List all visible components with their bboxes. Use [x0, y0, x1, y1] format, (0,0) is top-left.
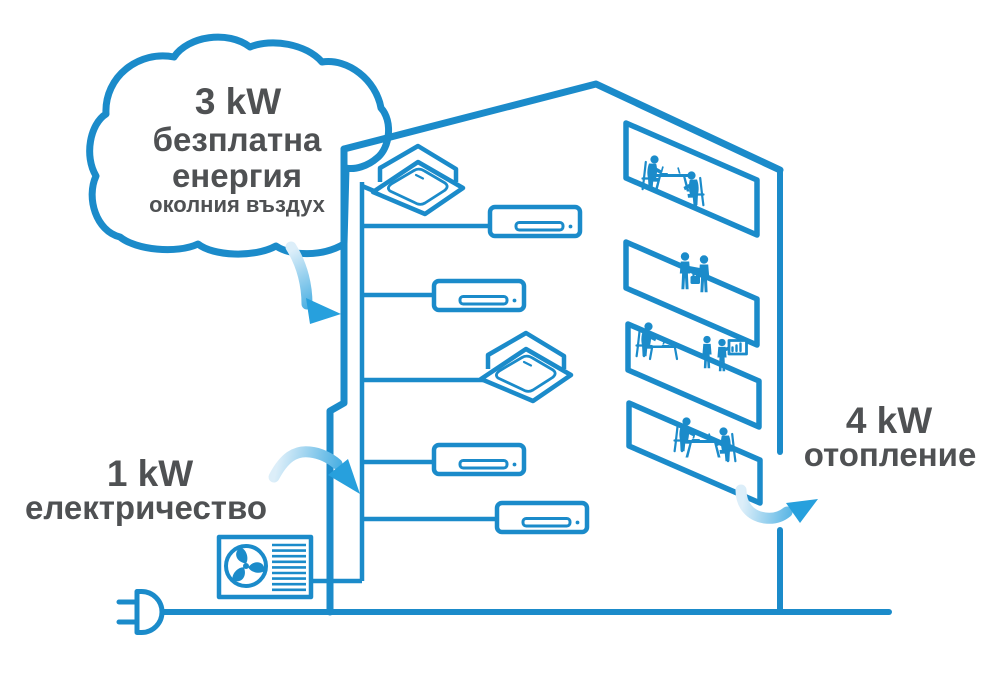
- handshake-scene: [679, 252, 710, 293]
- outdoor-heat-pump-unit-icon: [216, 534, 314, 600]
- desk-and-presentation-scene: [635, 321, 748, 372]
- wall-ac-unit-4: [497, 503, 587, 532]
- roof-line: [340, 80, 784, 174]
- wall-ac-unit-1: [490, 207, 580, 236]
- left-wall: [326, 145, 348, 616]
- grille-lines: [272, 543, 306, 592]
- cloud-line1-label: безплатна: [153, 121, 322, 158]
- heating-label: 4 kW отопление: [804, 400, 977, 473]
- presentation-chart-icon: [727, 339, 748, 356]
- electricity-word-label: електричество: [25, 489, 267, 526]
- electricity-kw-label: 1 kW: [107, 453, 193, 494]
- ceiling-cassette-ac-1: [373, 146, 463, 214]
- heating-word-label: отопление: [804, 436, 977, 473]
- flow-arrow-air-energy: [285, 241, 341, 324]
- cloud-kw-label: 3 kW: [195, 81, 281, 122]
- flow-arrow-electricity: [268, 446, 360, 494]
- fan-icon: [224, 544, 268, 588]
- cloud-line2-label: енергия: [172, 157, 302, 194]
- electricity-label: 1 kW електричество: [25, 453, 267, 526]
- wall-ac-unit-3: [434, 445, 524, 474]
- wall-ac-unit-2: [434, 281, 524, 310]
- window-3: [625, 321, 762, 430]
- cloud-line3-label: околния въздух: [149, 192, 325, 217]
- building-outline-icon: [326, 80, 784, 616]
- ceiling-cassette-ac-2: [481, 333, 571, 401]
- flow-arrow-heating: [735, 484, 818, 524]
- window-2: [623, 239, 760, 348]
- heating-kw-label: 4 kW: [846, 400, 932, 441]
- cloud-icon: [86, 33, 392, 258]
- refrigerant-piping: [311, 182, 500, 584]
- briefcase-icon: [690, 276, 700, 284]
- power-plug-icon: [116, 589, 165, 635]
- cloud-label: 3 kW безплатна енергия околния въздух: [149, 81, 325, 217]
